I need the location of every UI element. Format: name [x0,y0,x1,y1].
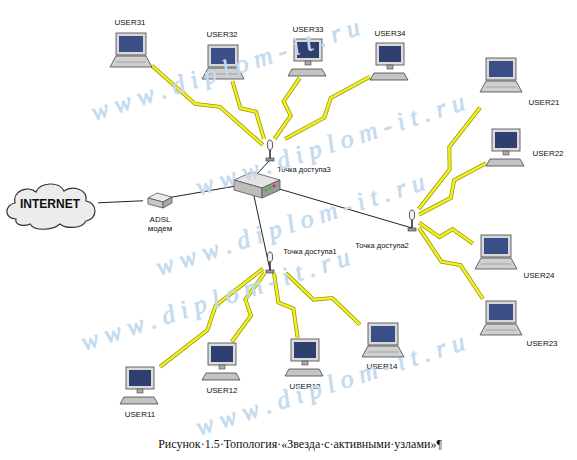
device-label: Точка доступа2 [355,242,409,251]
laptop-icon [108,31,152,69]
figure-caption: Рисунок·1.5·Топология·«Звезда·с·активным… [158,437,442,452]
user-computer: USER23 [478,299,558,349]
bolt-fill [419,228,483,299]
laptop-icon [473,233,517,271]
bolt-fill [275,78,300,139]
bolt-fill [232,81,264,139]
device-label: USER11 [125,410,156,419]
ap-icon [405,209,419,231]
bolt-outline [419,163,486,214]
modem-icon [147,191,173,209]
bolt-outline [419,228,483,299]
internet-cloud: INTERNET [2,179,98,231]
bolt-fill [419,163,486,214]
bolt-outline [275,78,300,139]
user-computer: USER31 [108,18,152,69]
cable-link [98,201,143,203]
desktop-icon [370,42,410,82]
cable-line [98,201,143,203]
user-computer: USER21 [478,56,560,108]
adsl-modem: ADSL модем [143,191,177,233]
device-label: USER12 [206,386,237,395]
user-computer: USER24 [473,233,555,281]
wireless-link [275,78,300,139]
user-computer: USER11 [120,366,160,420]
wireless-link [419,163,486,214]
device-label: USER24 [523,271,554,280]
desktop-icon [120,366,160,406]
laptop-icon [478,299,522,337]
device-label: ADSL модем [143,215,177,233]
device-label: USER22 [532,149,563,158]
desktop-icon [486,128,526,168]
laptop-icon [478,56,522,94]
wireless-link [419,228,483,299]
device-label: USER34 [374,29,405,38]
user-computer: USER34 [370,29,410,82]
device-label: USER32 [206,30,237,39]
wireless-link [232,81,264,139]
user-computer: USER22 [486,128,564,168]
cloud-label: INTERNET [20,198,80,212]
user-computer: USER12 [202,342,242,396]
device-label: USER23 [526,339,557,348]
device-label: USER31 [114,18,145,27]
device-label: USER21 [528,98,559,107]
bolt-outline [232,81,264,139]
desktop-icon [202,342,242,382]
